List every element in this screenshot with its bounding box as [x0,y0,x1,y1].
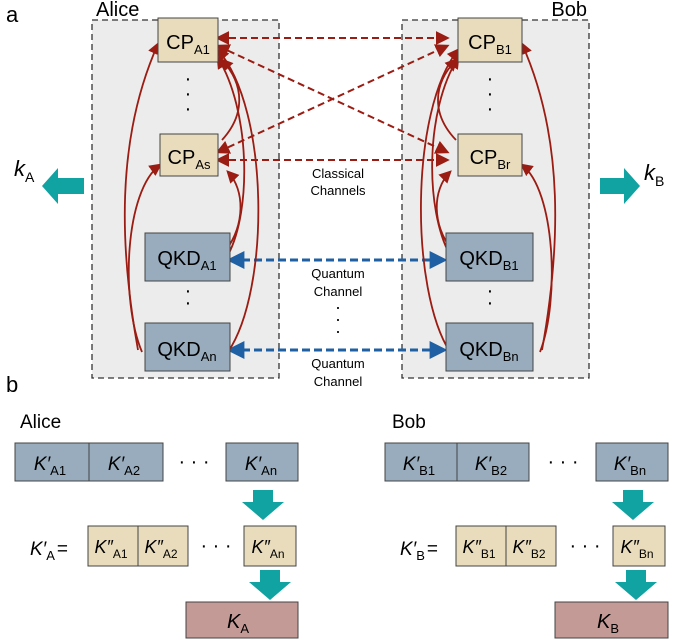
bob-label: Bob [551,0,587,21]
svg-text:K′A2: K′A2 [108,454,140,478]
svg-text:K″B1: K″B1 [462,537,495,561]
svg-text:KB: KB [597,611,619,636]
alice-internal-links [123,41,260,353]
alice-down-arrow-1 [242,490,284,520]
svg-text:·: · [335,321,341,341]
svg-text:K′Bn: K′Bn [614,454,646,478]
svg-text:KA: KA [227,611,249,636]
svg-text:K′B1: K′B1 [403,454,435,478]
bob-output-arrow [600,168,640,204]
alice-qkd-vertical-ellipsis: · [185,280,192,302]
alice-processed-key-1: K″A1 [87,525,139,567]
channel-vertical-ellipsis: · [335,297,341,317]
alice-output-key: kA [14,156,35,185]
bob-output-key: kB [644,160,664,189]
bob-raw-key-2: K′B2 [456,442,530,482]
panel-a-label: a [6,2,19,27]
bob-down-arrow-2 [615,570,657,600]
svg-text:·: · [335,309,341,329]
alice-raw-key-1: K′A1 [14,442,90,482]
svg-text:CPAs: CPAs [168,147,211,172]
svg-text:K′A1: K′A1 [34,454,66,478]
svg-text:K′An: K′An [245,454,277,478]
svg-text:·: · [185,83,192,105]
svg-text:QKDAn: QKDAn [157,339,216,364]
bob-row-label: Bob [392,412,426,433]
node-cp-a1: CPA1 [157,17,219,63]
svg-text:CPBr: CPBr [470,147,511,172]
node-qkd-bn: QKDBn [445,322,534,372]
svg-text:K′B2: K′B2 [475,454,507,478]
bob-qkd-vertical-ellipsis: · [487,280,494,302]
svg-text:·: · [185,292,192,314]
quantum-channel-label-1a: Quantum [311,266,364,281]
svg-text:K″An: K″An [251,537,284,561]
alice-cp-vertical-ellipsis: · [185,68,192,90]
svg-text:QKDA1: QKDA1 [157,248,216,273]
quantum-channel-label-1b: Channel [314,284,363,299]
bob-down-arrow-1 [612,490,654,520]
alice-down-arrow-2 [249,570,291,600]
alice-raw-key-n: K′An [225,442,299,482]
quantum-channel-label-2b: Channel [314,374,363,389]
svg-text:CPA1: CPA1 [166,32,210,57]
svg-text:·: · [185,98,192,120]
bob-raw-key-n: K′Bn [595,442,669,482]
bob-equation-lhs: K′B= [400,539,438,563]
node-qkd-b1: QKDB1 [445,232,534,282]
alice-processed-key-2: K″A2 [137,525,189,567]
svg-text:·: · [487,98,494,120]
alice-processed-key-n: K″An [243,525,297,567]
classical-channel-diag-2 [215,44,450,154]
alice-raw-ellipsis: · · · [178,451,209,473]
svg-text:K″A1: K″A1 [94,537,127,561]
alice-label: Alice [96,0,139,21]
svg-text:K″Bn: K″Bn [620,537,653,561]
node-qkd-a1: QKDA1 [144,232,231,282]
svg-text:QKDBn: QKDBn [459,339,518,364]
quantum-channel-label-2a: Quantum [311,356,364,371]
bob-cp-vertical-ellipsis: · [487,68,494,90]
panel-b-label: b [6,372,18,397]
svg-text:K″A2: K″A2 [144,537,177,561]
node-cp-as: CPAs [159,133,219,177]
bob-processed-key-n: K″Bn [612,525,666,567]
alice-row-label: Alice [20,412,61,433]
bob-processed-key-2: K″B2 [505,525,557,567]
svg-text:K″B2: K″B2 [512,537,545,561]
alice-output-arrow [42,168,84,204]
alice-raw-key-2: K′A2 [88,442,164,482]
bob-final-key: KB [554,601,669,639]
alice-processed-ellipsis: · · · [200,535,231,557]
classical-channels-label-1: Classical [312,166,364,181]
alice-final-key: KA [185,601,299,639]
node-cp-br: CPBr [457,133,523,177]
svg-text:QKDB1: QKDB1 [459,248,518,273]
classical-channels-label-2: Channels [311,183,366,198]
node-qkd-an: QKDAn [144,322,231,372]
svg-text:·: · [487,83,494,105]
bob-raw-ellipsis: · · · [547,451,578,473]
svg-text:CPB1: CPB1 [468,32,512,57]
bob-raw-key-1: K′B1 [384,442,458,482]
svg-text:·: · [487,292,494,314]
node-cp-b1: CPB1 [457,17,523,63]
bob-processed-key-1: K″B1 [455,525,507,567]
alice-equation-lhs: K′A= [30,539,68,563]
bob-processed-ellipsis: · · · [569,535,600,557]
